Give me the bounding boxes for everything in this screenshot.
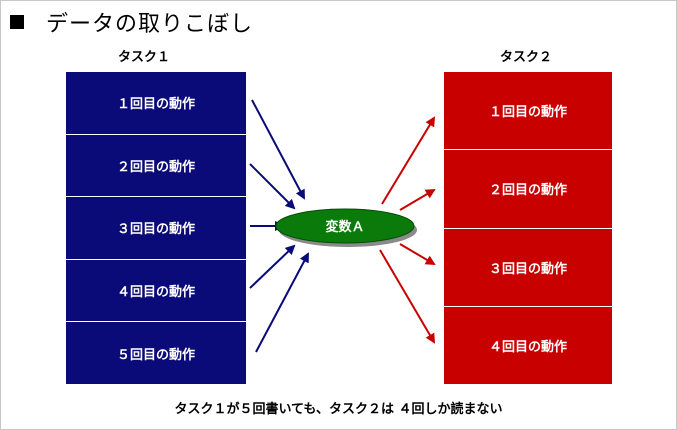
read-arrows [379, 116, 436, 344]
write-arrow-1 [251, 99, 305, 200]
write-arrows [249, 99, 309, 353]
read-arrow-4 [379, 249, 436, 344]
task1-step-2: ２回目の動作 [66, 133, 246, 197]
task2-step-3: ３回目の動作 [444, 227, 612, 306]
task1-label: タスク１ [118, 50, 171, 65]
variable-node: 変数Ａ [275, 208, 417, 247]
write-arrow-2 [249, 163, 296, 210]
write-arrow-5 [255, 252, 309, 353]
caption: タスク１が５回書いても、タスク２は ４回しか読まない [174, 402, 503, 417]
read-arrow-3 [399, 243, 436, 266]
variable-ellipse [275, 208, 415, 244]
task2-step-4: ４回目の動作 [444, 305, 612, 384]
square-bullet-icon [10, 15, 24, 29]
task2-step-1: １回目の動作 [488, 105, 567, 121]
task1-step-3: ３回目の動作 [66, 196, 246, 259]
read-arrow-1 [381, 116, 436, 205]
variable-label: 変数Ａ [325, 219, 364, 235]
task2-step-2: ２回目の動作 [444, 149, 612, 227]
slide-title: データの取りこぼし [10, 6, 253, 38]
task2-label: タスク２ [500, 50, 553, 65]
read-arrow-2 [399, 188, 436, 211]
task1-step-1: １回目の動作 [116, 97, 195, 113]
task1-column: １回目の動作 ２回目の動作 ３回目の動作 ４回目の動作 ５回目の動作 [66, 72, 246, 384]
task1-step-4: ４回目の動作 [66, 258, 246, 322]
task1-step-5: ５回目の動作 [66, 321, 246, 384]
write-arrow-4 [249, 244, 296, 289]
task2-column: １回目の動作 ２回目の動作 ３回目の動作 ４回目の動作 [444, 72, 612, 384]
title-text: データの取りこぼし [46, 12, 254, 37]
